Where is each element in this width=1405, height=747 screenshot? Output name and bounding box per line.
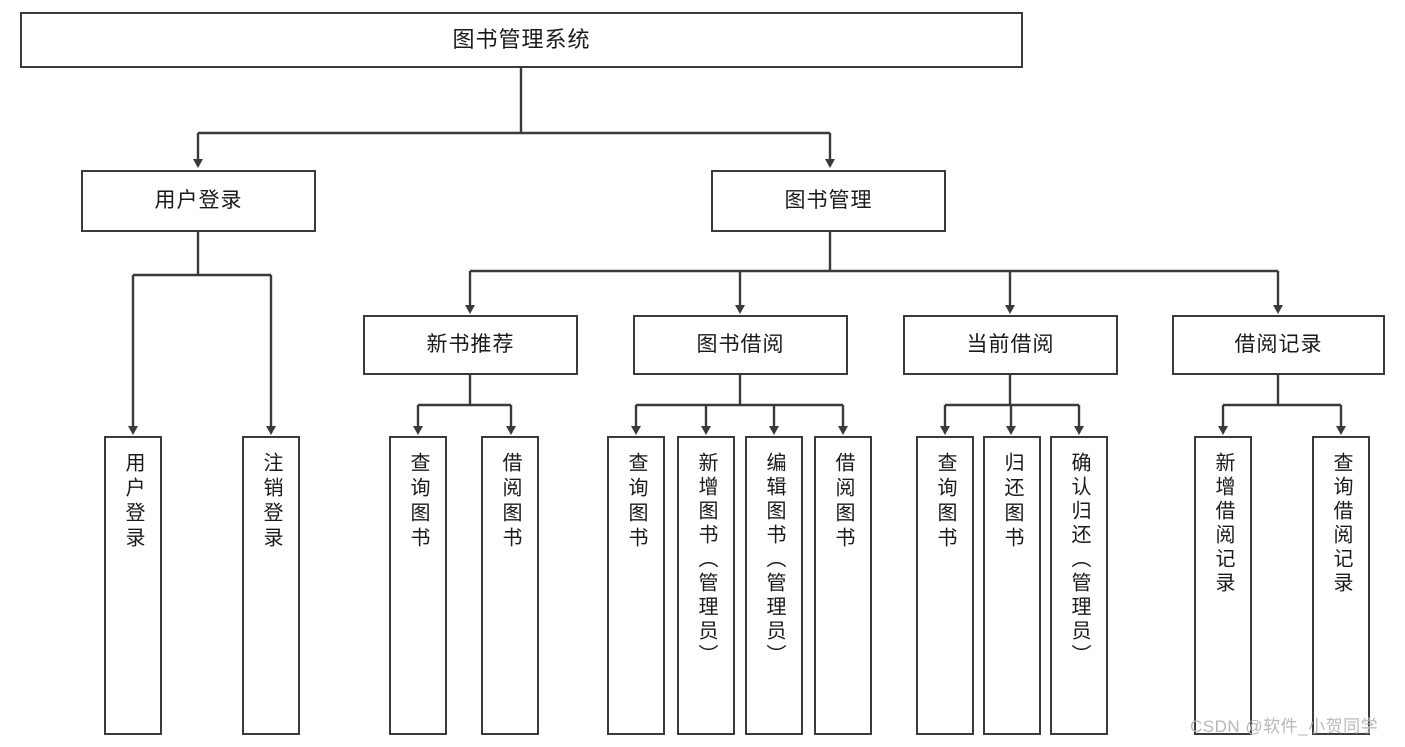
node-leaf-borrow-book-2[interactable]: 借阅图书	[814, 436, 872, 735]
node-book-manage[interactable]: 图书管理	[711, 170, 946, 232]
node-leaf-query-record-label: 查询借阅记录	[1330, 452, 1352, 596]
node-leaf-add-record-label: 新增借阅记录	[1212, 452, 1234, 596]
node-leaf-borrow-book-1-label: 借阅图书	[499, 452, 521, 552]
node-leaf-confirm-return[interactable]: 确认归还（管理员）	[1050, 436, 1108, 735]
node-book-borrow[interactable]: 图书借阅	[633, 315, 848, 375]
node-leaf-return-book[interactable]: 归还图书	[983, 436, 1041, 735]
node-book-borrow-label: 图书借阅	[696, 332, 785, 356]
node-leaf-confirm-return-label: 确认归还（管理员）	[1068, 452, 1090, 668]
node-leaf-add-book[interactable]: 新增图书（管理员）	[677, 436, 735, 735]
node-leaf-query-book-2[interactable]: 查询图书	[607, 436, 665, 735]
node-leaf-query-book-2-label: 查询图书	[625, 452, 647, 552]
node-borrow-record[interactable]: 借阅记录	[1172, 315, 1385, 375]
node-leaf-user-login[interactable]: 用户登录	[104, 436, 162, 735]
node-leaf-query-book-1-label: 查询图书	[407, 452, 429, 552]
node-leaf-query-book-3[interactable]: 查询图书	[916, 436, 974, 735]
node-root[interactable]: 图书管理系统	[20, 12, 1023, 68]
node-current-borrow-label: 当前借阅	[966, 332, 1055, 356]
node-leaf-user-login-label: 用户登录	[122, 452, 144, 552]
node-leaf-logout-login[interactable]: 注销登录	[242, 436, 300, 735]
node-current-borrow[interactable]: 当前借阅	[903, 315, 1118, 375]
node-leaf-return-book-label: 归还图书	[1001, 452, 1023, 552]
node-borrow-record-label: 借阅记录	[1234, 332, 1323, 356]
csdn-watermark: CSDN @软件_小贺同学	[1190, 717, 1379, 736]
node-leaf-edit-book-label: 编辑图书（管理员）	[763, 452, 785, 668]
node-leaf-edit-book[interactable]: 编辑图书（管理员）	[745, 436, 803, 735]
node-root-label: 图书管理系统	[452, 27, 591, 53]
node-leaf-borrow-book-2-label: 借阅图书	[832, 452, 854, 552]
node-leaf-query-book-3-label: 查询图书	[934, 452, 956, 552]
node-book-manage-label: 图书管理	[784, 188, 873, 212]
node-new-book-recommend[interactable]: 新书推荐	[363, 315, 578, 375]
node-leaf-query-book-1[interactable]: 查询图书	[389, 436, 447, 735]
node-new-book-recommend-label: 新书推荐	[426, 332, 515, 356]
node-leaf-add-record[interactable]: 新增借阅记录	[1194, 436, 1252, 735]
node-user-login[interactable]: 用户登录	[81, 170, 316, 232]
node-leaf-query-record[interactable]: 查询借阅记录	[1312, 436, 1370, 735]
node-user-login-label: 用户登录	[154, 188, 243, 212]
node-leaf-add-book-label: 新增图书（管理员）	[695, 452, 717, 668]
node-leaf-logout-login-label: 注销登录	[260, 452, 282, 552]
node-leaf-borrow-book-1[interactable]: 借阅图书	[481, 436, 539, 735]
